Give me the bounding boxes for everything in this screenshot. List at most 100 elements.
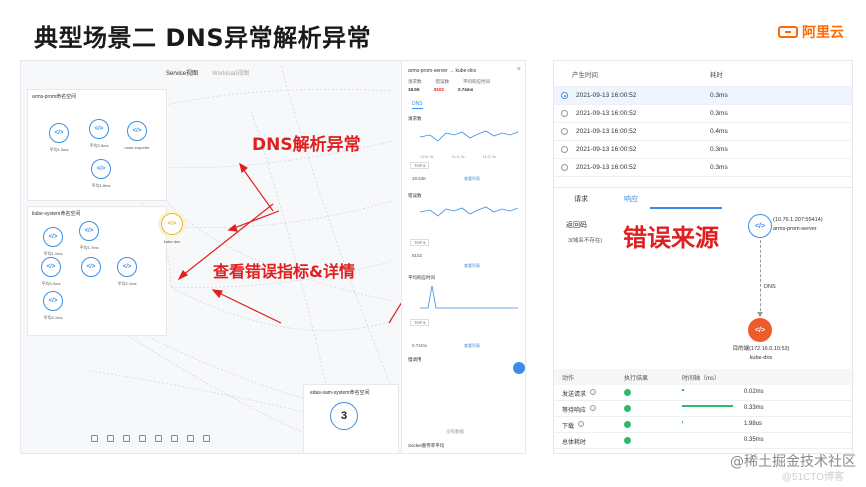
detail-pane: 请求 响应 返回码 3(域名不存在) </> (10.76.1.207:5541…	[554, 187, 852, 363]
action-row: 总体耗时 0.35ms	[554, 433, 852, 449]
slide-title: 典型场景二 DNS异常解析异常	[34, 24, 372, 52]
trace-row[interactable]: 2021-09-13 16:00:52 0.3ms	[554, 105, 852, 123]
annotation-check-metrics: 查看错误指标&详情	[213, 262, 355, 281]
annotation-dns-error: DNS解析异常	[252, 135, 361, 155]
kube-dns-node[interactable]: </>	[161, 213, 183, 235]
trace-row[interactable]: 2021-09-13 16:00:52 0.3ms	[554, 141, 852, 159]
tab-dns[interactable]: DNS	[412, 101, 423, 109]
fullscreen-icon[interactable]	[203, 435, 210, 442]
latency-sparkline	[420, 285, 518, 309]
namespace-title: arms-prom命名空间	[32, 94, 77, 100]
topology-toolbar	[91, 435, 210, 442]
section-errors: 错误数	[408, 193, 422, 198]
node-stat: 平均4.1ms	[43, 315, 63, 320]
help-icon[interactable]: ?	[578, 421, 584, 427]
action-name: 总体耗时	[562, 440, 587, 446]
top-select[interactable]: TOP 5	[410, 319, 430, 326]
section-requests: 请求数	[408, 116, 422, 121]
socket-retrans-label: Socket重传率平均	[408, 443, 445, 448]
view-list-link[interactable]: 查看列表	[464, 263, 480, 268]
service-node[interactable]: </>	[89, 119, 109, 139]
destination-node[interactable]: </>	[748, 318, 772, 342]
source-node[interactable]: </>	[748, 214, 772, 238]
service-node[interactable]: </>	[79, 221, 99, 241]
source-text: (10.76.1.207:55414) arms-prom-server	[773, 217, 823, 232]
radio-button[interactable]	[561, 92, 568, 99]
action-name: 发送请求	[562, 392, 587, 398]
brand-name: 阿里云	[802, 24, 844, 40]
radio-button[interactable]	[561, 110, 568, 117]
timeline-bar	[682, 389, 684, 391]
service-node[interactable]: </>	[117, 257, 137, 277]
timeline-bar	[682, 421, 683, 423]
refresh-icon[interactable]	[155, 435, 162, 442]
edge-title: arms-prom-server → kube-dns	[408, 68, 477, 74]
success-check-icon	[624, 405, 631, 412]
action-time: 0.35ms	[744, 437, 764, 443]
action-name: 等待响应	[562, 408, 587, 414]
service-node[interactable]: </>	[127, 121, 147, 141]
return-code-value: 3(域名不存在)	[568, 238, 603, 244]
radio-button[interactable]	[561, 164, 568, 171]
search-icon[interactable]	[107, 435, 114, 442]
requests-sparkline	[419, 130, 519, 142]
success-check-icon	[624, 421, 631, 428]
radio-button[interactable]	[561, 146, 568, 153]
watermark: @稀土掘金技术社区	[730, 454, 856, 470]
col-duration[interactable]: 耗时	[710, 71, 723, 79]
node-label: node-exporter	[124, 145, 150, 150]
section-latency: 平均响应时间	[408, 275, 435, 280]
detail-tabs: 请求 响应	[574, 194, 638, 204]
view-list-link[interactable]: 查看列表	[464, 343, 480, 348]
actions-header: 动作 执行结果 时间轴（ms）	[554, 369, 852, 385]
errors-sparkline	[419, 206, 519, 217]
radio-button[interactable]	[561, 128, 568, 135]
layout-icon[interactable]	[123, 435, 130, 442]
help-icon[interactable]: ?	[590, 405, 596, 411]
namespace-title: kube-system命名空间	[32, 211, 81, 217]
service-node[interactable]: </>	[43, 291, 63, 311]
tab-workload-view[interactable]: Workload视图	[212, 71, 250, 77]
tab-service-view[interactable]: Service视图	[166, 71, 199, 77]
collapsed-service-count[interactable]: 3	[330, 402, 358, 430]
arrow-down-icon	[757, 312, 763, 317]
trace-detail-screenshot: 产生时间 耗时 2021-09-13 16:00:52 0.3ms 2021-0…	[553, 60, 853, 454]
list-icon[interactable]	[91, 435, 98, 442]
node-stat: 平均1.3ms	[49, 147, 69, 152]
top-select[interactable]: TOP 5	[410, 239, 430, 246]
topology-screenshot: Service视图 Workload视图 arms-prom命名空间 kube-…	[20, 60, 526, 454]
action-row: 等待响应? 0.33ms	[554, 401, 852, 417]
service-node[interactable]: </>	[43, 227, 63, 247]
zoom-in-icon[interactable]	[171, 435, 178, 442]
service-node[interactable]: </>	[91, 159, 111, 179]
zoom-out-icon[interactable]	[187, 435, 194, 442]
action-row: 下载?1.98us	[554, 417, 852, 433]
latency-value: 0.74ms	[412, 343, 427, 348]
trace-row[interactable]: 2021-09-13 16:00:52 0.4ms	[554, 123, 852, 141]
edge-metrics-panel: arms-prom-server → kube-dns × 请求数 错误数 平均…	[401, 61, 525, 453]
trace-row[interactable]: 2021-09-13 16:00:52 0.3ms	[554, 159, 852, 177]
node-stat: 平均1.1ms	[43, 251, 63, 256]
topology-canvas[interactable]: Service视图 Workload视图 arms-prom命名空间 kube-…	[21, 61, 401, 453]
trace-row[interactable]: 2021-09-13 16:00:52 0.3ms	[554, 87, 852, 105]
fab-button[interactable]	[513, 362, 525, 374]
service-node[interactable]: </>	[49, 123, 69, 143]
node-label: kube-dns	[163, 239, 181, 244]
protocol-label: DNS	[764, 284, 776, 290]
view-list-link[interactable]: 查看列表	[464, 176, 480, 181]
connection-line	[760, 240, 761, 316]
help-icon[interactable]: ?	[590, 389, 596, 395]
close-icon[interactable]: ×	[516, 66, 521, 73]
top-select[interactable]: TOP 5	[410, 162, 430, 169]
stat-values: 18.5K 8102 0.74ms	[408, 87, 474, 92]
filter-icon[interactable]	[139, 435, 146, 442]
watermark-sub: @51CTO博客	[781, 472, 844, 483]
service-node[interactable]: </>	[41, 257, 61, 277]
action-time: 0.33ms	[744, 405, 764, 411]
aliyun-logo-icon	[778, 26, 798, 38]
tab-request[interactable]: 请求	[574, 196, 588, 203]
tab-response[interactable]: 响应	[624, 196, 638, 203]
service-node[interactable]: </>	[81, 257, 101, 277]
timeline-bar	[682, 405, 733, 407]
